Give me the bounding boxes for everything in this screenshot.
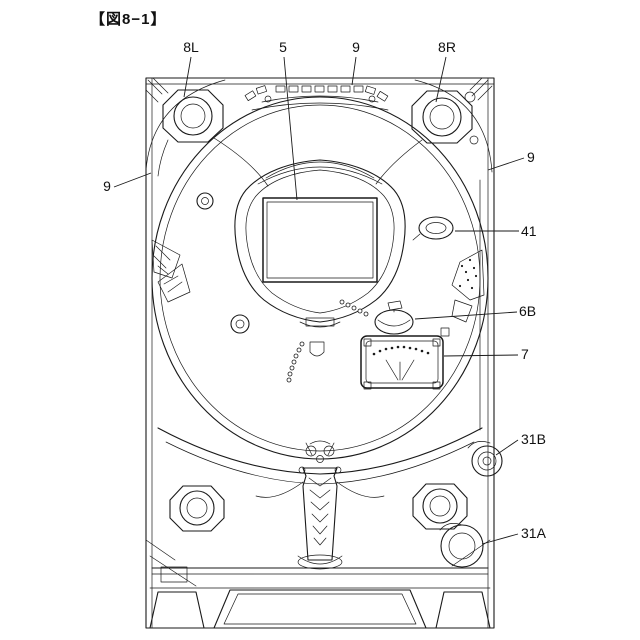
ref-label-9-right: 9 bbox=[527, 149, 535, 165]
component-41 bbox=[412, 216, 454, 241]
ref-label-8R: 8R bbox=[438, 39, 456, 55]
windmill-nails bbox=[196, 192, 250, 334]
figure-title: 【図8−1】 bbox=[90, 11, 167, 28]
lamp-bottom-left bbox=[169, 485, 225, 532]
ref-label-9-left: 9 bbox=[103, 178, 111, 194]
component-31B bbox=[467, 441, 503, 477]
side-decorations bbox=[151, 239, 485, 323]
lamp-8L bbox=[157, 89, 269, 187]
component-31A bbox=[439, 523, 484, 568]
ref-label-7: 7 bbox=[521, 346, 529, 362]
display-screen bbox=[262, 197, 378, 283]
playfield-rails bbox=[151, 96, 489, 460]
ref-label-6B: 6B bbox=[519, 303, 536, 319]
ref-label-8L: 8L bbox=[183, 39, 199, 55]
ref-label-31B: 31B bbox=[521, 431, 546, 447]
center-accessory bbox=[234, 159, 406, 328]
ref-label-5: 5 bbox=[279, 39, 287, 55]
ref-label-31A: 31A bbox=[521, 525, 547, 541]
component-6B bbox=[374, 300, 414, 335]
lamp-8R bbox=[375, 90, 479, 185]
board-frame bbox=[145, 77, 495, 629]
component-7 bbox=[360, 327, 450, 390]
ref-label-41: 41 bbox=[521, 223, 537, 239]
ref-label-9-top: 9 bbox=[352, 39, 360, 55]
lamp-bottom-right bbox=[412, 483, 468, 530]
bottom-structure bbox=[149, 427, 491, 629]
ball-trail-dots bbox=[286, 299, 369, 383]
top-rail-ornaments bbox=[244, 85, 389, 111]
leader-lines bbox=[113, 56, 525, 545]
